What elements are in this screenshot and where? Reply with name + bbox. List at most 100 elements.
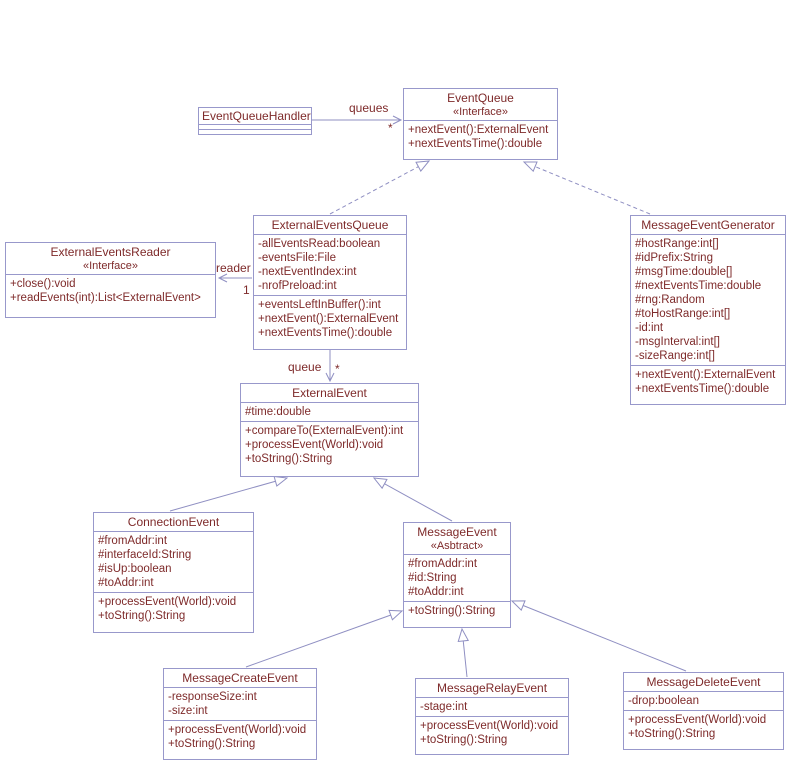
class-box-messagecreateevent[interactable]: MessageCreateEvent -responseSize:int -si…	[163, 668, 317, 760]
edge-multiplicity-queue: *	[335, 362, 340, 376]
class-box-eventqueue[interactable]: EventQueue «Interface» +nextEvent():Exte…	[403, 88, 558, 160]
edge-label-queues: queues	[349, 101, 389, 115]
methods-compartment: +compareTo(ExternalEvent):int +processEv…	[241, 421, 418, 468]
attribute-row: #isUp:boolean	[98, 563, 172, 575]
methods-compartment: +close():void +readEvents(int):List<Exte…	[6, 274, 215, 307]
edge-multiplicity-queues: *	[388, 121, 393, 135]
method-row: +processEvent(World):void	[420, 720, 559, 732]
class-stereotype: «Interface»	[82, 260, 139, 272]
methods-compartment-empty	[199, 129, 311, 134]
method-row: +compareTo(ExternalEvent):int	[245, 425, 404, 437]
method-row: +nextEventsTime():double	[635, 383, 770, 395]
attribute-row: -allEventsRead:boolean	[258, 238, 381, 250]
method-row: +toString():String	[408, 605, 496, 617]
method-row: +processEvent(World):void	[168, 724, 307, 736]
class-box-externaleventsreader[interactable]: ExternalEventsReader «Interface» +close(…	[5, 242, 216, 318]
class-stereotype: «Interface»	[452, 106, 509, 118]
class-name: MessageEventGenerator	[641, 218, 775, 232]
attribute-row: -id:int	[635, 322, 664, 334]
edge-label-reader: reader	[216, 261, 251, 275]
method-row: +nextEvent():ExternalEvent	[635, 369, 776, 381]
edge-label-queue: queue	[288, 360, 322, 374]
class-name: ConnectionEvent	[127, 515, 220, 529]
class-name: MessageDeleteEvent	[646, 675, 761, 689]
method-row: +toString():String	[98, 610, 186, 622]
method-row: +nextEventsTime():double	[258, 327, 393, 339]
edge-generalization-messagecreateevent-messageevent	[245, 609, 404, 668]
method-row: +processEvent(World):void	[245, 439, 384, 451]
method-row: +toString():String	[420, 734, 508, 746]
class-name: MessageEvent	[417, 525, 497, 539]
attribute-row: #idPrefix:String	[635, 252, 713, 264]
attributes-compartment: #fromAddr:int #interfaceId:String #isUp:…	[94, 531, 253, 592]
attribute-row: -sizeRange:int[]	[635, 350, 715, 362]
method-row: +processEvent(World):void	[628, 714, 767, 726]
class-name: EventQueueHandler	[202, 109, 311, 123]
edge-generalization-connectionevent-externalevent	[169, 475, 289, 512]
attribute-row: -msgInterval:int[]	[635, 336, 720, 348]
attribute-row: #toAddr:int	[408, 586, 464, 598]
methods-compartment: +processEvent(World):void +toString():St…	[624, 710, 783, 743]
attribute-row: #interfaceId:String	[98, 549, 192, 561]
attributes-compartment: -stage:int	[416, 697, 568, 716]
attribute-row: #fromAddr:int	[408, 558, 478, 570]
method-row: +toString():String	[245, 453, 333, 465]
attribute-row: #toHostRange:int[]	[635, 308, 731, 320]
edge-generalization-messageevent-externalevent	[372, 477, 453, 522]
method-row: +nextEvent():ExternalEvent	[408, 124, 549, 136]
class-box-messageeventgenerator[interactable]: MessageEventGenerator #hostRange:int[] #…	[630, 215, 786, 405]
methods-compartment: +nextEvent():ExternalEvent +nextEventsTi…	[631, 365, 785, 398]
attribute-row: -drop:boolean	[628, 695, 699, 707]
attributes-compartment: #fromAddr:int #id:String #toAddr:int	[404, 554, 510, 601]
attributes-compartment: -allEventsRead:boolean -eventsFile:File …	[254, 234, 406, 295]
methods-compartment: +processEvent(World):void +toString():St…	[416, 716, 568, 749]
class-name: ExternalEventsQueue	[271, 218, 389, 232]
class-box-messagerelayevent[interactable]: MessageRelayEvent -stage:int +processEve…	[415, 678, 569, 755]
edge-realization-externaleventsqueue-eventqueue	[329, 160, 431, 215]
method-row: +nextEvent():ExternalEvent	[258, 313, 399, 325]
attribute-row: #rng:Random	[635, 294, 705, 306]
class-name: MessageRelayEvent	[436, 681, 548, 695]
methods-compartment: +toString():String	[404, 601, 510, 620]
methods-compartment: +processEvent(World):void +toString():St…	[94, 592, 253, 625]
class-box-messageevent[interactable]: MessageEvent «Asbtract» #fromAddr:int #i…	[403, 522, 511, 628]
attributes-compartment: #hostRange:int[] #idPrefix:String #msgTi…	[631, 234, 785, 365]
class-name: MessageCreateEvent	[182, 671, 298, 685]
attribute-row: #time:double	[245, 406, 311, 418]
method-row: +eventsLeftInBuffer():int	[258, 299, 381, 311]
attribute-row: -nrofPreload:int	[258, 280, 337, 292]
attribute-row: -responseSize:int	[168, 691, 257, 703]
methods-compartment: +nextEvent():ExternalEvent +nextEventsTi…	[404, 120, 557, 153]
edge-realization-messageeventgenerator-eventqueue	[522, 161, 651, 215]
attribute-row: -nextEventIndex:int	[258, 266, 357, 278]
class-box-externaleventsqueue[interactable]: ExternalEventsQueue -allEventsRead:boole…	[253, 215, 407, 350]
edge-generalization-messagerelayevent-messageevent	[457, 627, 470, 678]
class-name: ExternalEvent	[292, 386, 367, 400]
attributes-compartment: -drop:boolean	[624, 691, 783, 710]
attributes-compartment: #time:double	[241, 402, 418, 421]
attribute-row: -eventsFile:File	[258, 252, 336, 264]
class-name: ExternalEventsReader	[50, 245, 171, 259]
class-stereotype: «Asbtract»	[430, 540, 484, 552]
method-row: +toString():String	[168, 738, 256, 750]
class-name: EventQueue	[447, 91, 514, 105]
attribute-row: -size:int	[168, 705, 208, 717]
attribute-row: #msgTime:double[]	[635, 266, 733, 278]
method-row: +readEvents(int):List<ExternalEvent>	[10, 292, 201, 304]
method-row: +toString():String	[628, 728, 716, 740]
attributes-compartment-empty	[199, 124, 311, 129]
methods-compartment: +eventsLeftInBuffer():int +nextEvent():E…	[254, 295, 406, 342]
edge-multiplicity-reader: 1	[243, 283, 250, 297]
method-row: +processEvent(World):void	[98, 596, 237, 608]
class-box-connectionevent[interactable]: ConnectionEvent #fromAddr:int #interface…	[93, 512, 254, 633]
class-box-messagedeleteevent[interactable]: MessageDeleteEvent -drop:boolean +proces…	[623, 672, 784, 750]
method-row: +close():void	[10, 278, 76, 290]
attribute-row: #id:String	[408, 572, 457, 584]
methods-compartment: +processEvent(World):void +toString():St…	[164, 720, 316, 753]
class-box-eventqueuehandler[interactable]: EventQueueHandler	[198, 107, 312, 135]
class-box-externalevent[interactable]: ExternalEvent #time:double +compareTo(Ex…	[240, 383, 419, 477]
attribute-row: #fromAddr:int	[98, 535, 168, 547]
attribute-row: #toAddr:int	[98, 577, 154, 589]
attributes-compartment: -responseSize:int -size:int	[164, 687, 316, 720]
